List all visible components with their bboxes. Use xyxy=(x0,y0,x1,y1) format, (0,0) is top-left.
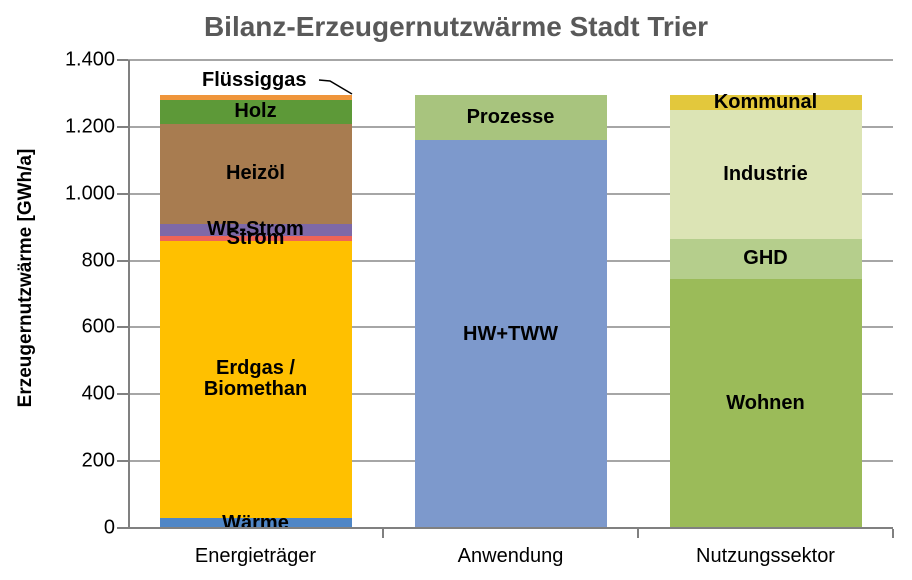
segment-kommunal: Kommunal xyxy=(669,91,862,114)
segment-heizöl: Heizöl xyxy=(159,123,352,224)
category-label-anwendung: Anwendung xyxy=(457,545,564,567)
y-tick-label-800: 800 xyxy=(81,249,115,272)
segment-label-kommunal: Kommunal xyxy=(713,91,818,114)
segment-wp-strom: WP-Strom xyxy=(159,219,352,240)
y-tick-200 xyxy=(117,460,128,463)
segment-industrie: Industrie xyxy=(669,110,862,239)
y-axis-title: Erzeugernutzwärme [GWh/a] xyxy=(15,148,36,408)
segment-erdgas-biomethan: Erdgas / Biomethan xyxy=(159,240,352,518)
y-tick-400 xyxy=(117,393,128,396)
y-tick-1400 xyxy=(117,59,128,61)
x-axis-line xyxy=(128,527,893,529)
segment-label-prozesse: Prozesse xyxy=(466,106,555,129)
x-tick-3 xyxy=(892,529,894,538)
x-tick-1 xyxy=(382,529,384,538)
y-tick-800 xyxy=(117,259,128,262)
y-tick-1000 xyxy=(117,192,128,195)
y-tick-0 xyxy=(117,527,128,529)
segment-label-heizöl: Heizöl xyxy=(226,162,285,185)
y-tick-label-1000: 1.000 xyxy=(64,182,115,205)
segment-ghd: GHD xyxy=(669,238,862,279)
chart-title: Bilanz-Erzeugernutzwärme Stadt Trier xyxy=(203,11,709,42)
bar-anwendung: HW+TWW Prozesse xyxy=(414,60,607,528)
segment-label-wp-strom: WP-Strom xyxy=(207,218,304,241)
segment-label-holz: Holz xyxy=(234,100,277,123)
segment-label-strom: Strom xyxy=(226,226,285,249)
gridline-1400 xyxy=(128,59,893,61)
y-tick-label-200: 200 xyxy=(81,449,115,472)
segment-flüssiggas xyxy=(159,95,352,101)
y-tick-label-600: 600 xyxy=(81,315,115,338)
x-tick-2 xyxy=(637,529,639,538)
segment-label-hw+tww: HW+TWW xyxy=(463,322,558,345)
y-axis-line xyxy=(128,60,130,528)
segment-label-ghd: GHD xyxy=(743,247,788,270)
y-tick-1200 xyxy=(117,125,128,128)
bar-nutzungssektor: Wohnen GHD Industrie Kommunal xyxy=(669,60,862,528)
segment-strom: Strom xyxy=(159,227,352,248)
segment-wohnen: Wohnen xyxy=(669,278,862,528)
segment-label-wohnen: Wohnen xyxy=(726,391,805,414)
category-label-energieträger: Energieträger xyxy=(194,545,317,567)
segment-holz: Holz xyxy=(159,100,352,124)
segment-prozesse: Prozesse xyxy=(414,95,607,141)
category-label-nutzungssektor: Nutzungssektor xyxy=(696,545,835,567)
y-tick-label-400: 400 xyxy=(81,382,115,405)
y-tick-label-0: 0 xyxy=(103,516,115,539)
segment-label-wärme: Wärme xyxy=(222,511,289,534)
segment-label-erdgas-biomethan: Erdgas / Biomethan xyxy=(203,357,308,401)
segment-hw+tww: HW+TWW xyxy=(414,140,607,528)
y-tick-label-1400: 1.400 xyxy=(64,48,115,71)
y-tick-600 xyxy=(117,326,128,329)
segment-label-industrie: Industrie xyxy=(723,163,808,185)
fluessiggas-callout-label: Flüssiggas xyxy=(202,69,307,91)
y-tick-label-1200: 1.200 xyxy=(64,115,115,138)
